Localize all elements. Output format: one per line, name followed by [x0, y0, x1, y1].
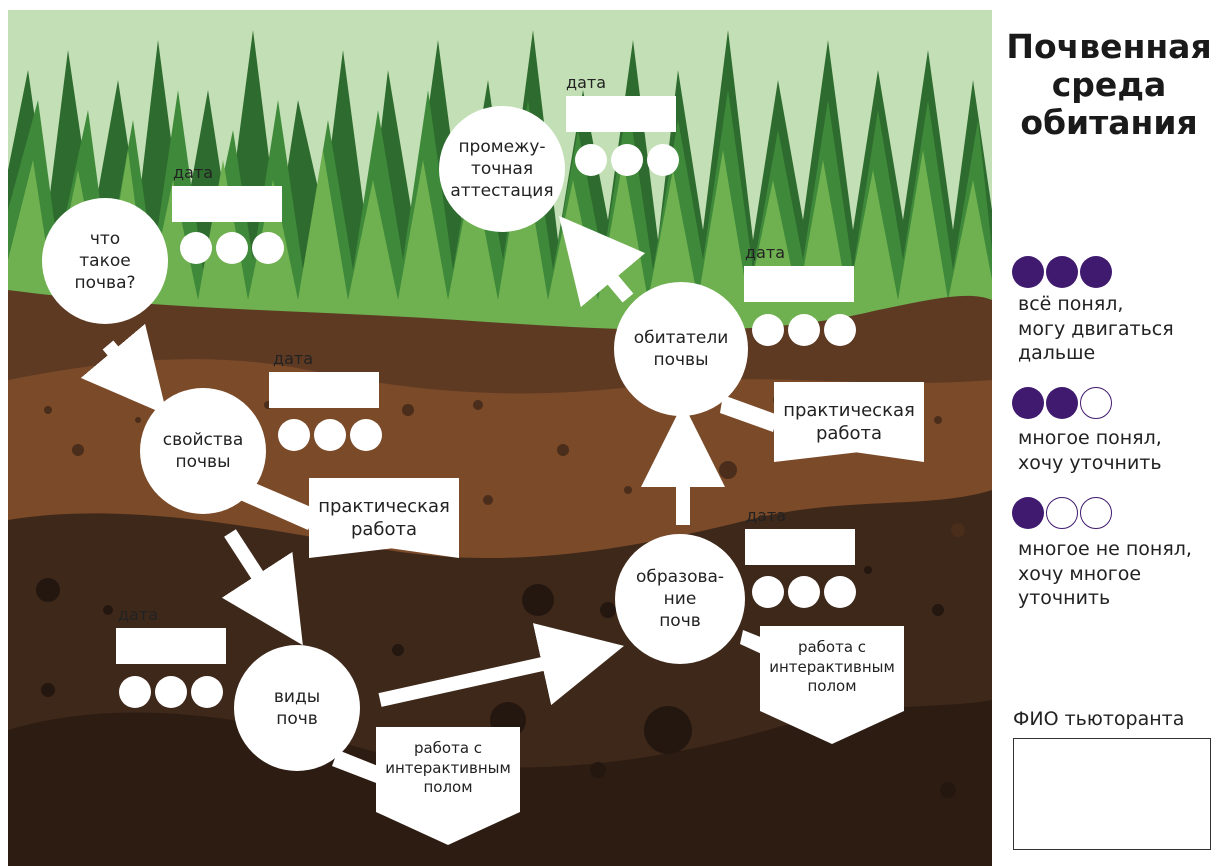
date-label: дата	[746, 506, 786, 525]
rating-dots[interactable]	[575, 144, 679, 176]
node-label: свойства почвы	[162, 429, 244, 472]
node-label: обитатели почвы	[633, 327, 729, 370]
legend-dot-filled	[1080, 256, 1112, 288]
date-input-box[interactable]	[566, 96, 676, 132]
date-label: дата	[118, 605, 158, 624]
node-soil-inhabitants: обитатели почвы	[614, 282, 748, 416]
rating-dot[interactable]	[216, 232, 248, 264]
rating-dot[interactable]	[314, 419, 346, 451]
rating-dots[interactable]	[180, 232, 284, 264]
arrow-5	[558, 215, 646, 308]
legend-dot-filled	[1046, 387, 1078, 419]
legend-dot-empty	[1080, 387, 1112, 419]
arrow-3	[378, 623, 625, 707]
legend-dots-little	[1012, 497, 1112, 529]
legend-dots-all	[1012, 256, 1112, 288]
legend-dot-empty	[1046, 497, 1078, 529]
legend-dot-filled	[1012, 497, 1044, 529]
rating-dot[interactable]	[788, 576, 820, 608]
rating-dot[interactable]	[575, 144, 607, 176]
rating-dot[interactable]	[252, 232, 284, 264]
tutor-name-label: ФИО тьюторанта	[1013, 708, 1185, 730]
arrow-1	[80, 323, 168, 416]
rating-dot[interactable]	[611, 144, 643, 176]
soil-scene: что такое почва? свойства почвы виды поч…	[8, 10, 992, 866]
tutor-name-field[interactable]	[1013, 738, 1211, 850]
date-label: дата	[273, 349, 313, 368]
legend-text-little: многое не понял, хочу многое уточнить	[1018, 538, 1192, 610]
date-input-box[interactable]	[744, 266, 854, 302]
tag-practical-work-properties: практическая работа	[309, 478, 459, 558]
legend-text-mostly: многое понял, хочу уточнить	[1018, 427, 1162, 474]
rating-dots[interactable]	[752, 576, 856, 608]
rating-dot[interactable]	[824, 576, 856, 608]
path-arrows	[80, 215, 725, 707]
legend-dot-filled	[1046, 256, 1078, 288]
date-input-box[interactable]	[269, 372, 379, 408]
rating-dot[interactable]	[824, 314, 856, 346]
rating-dot[interactable]	[788, 314, 820, 346]
tag-label: практическая работа	[318, 495, 450, 540]
rating-dot[interactable]	[350, 419, 382, 451]
tag-label: работа с интерактивным полом	[769, 638, 895, 695]
rating-dot[interactable]	[752, 576, 784, 608]
tag-label: работа с интерактивным полом	[385, 739, 511, 796]
date-input-box[interactable]	[745, 529, 855, 565]
rating-dot[interactable]	[278, 419, 310, 451]
legend-dot-filled	[1012, 256, 1044, 288]
rating-dot[interactable]	[180, 232, 212, 264]
rating-dots[interactable]	[119, 676, 223, 708]
date-label: дата	[566, 73, 606, 92]
rating-dot[interactable]	[752, 314, 784, 346]
rating-dot[interactable]	[647, 144, 679, 176]
node-label: что такое почва?	[74, 228, 136, 294]
node-what-is-soil: что такое почва?	[42, 198, 168, 324]
rating-dot[interactable]	[191, 676, 223, 708]
arrow-2	[221, 529, 303, 646]
node-intermediate-assessment: промежу- точная аттестация	[439, 106, 565, 232]
legend-dot-empty	[1080, 497, 1112, 529]
rating-dots[interactable]	[752, 314, 856, 346]
date-input-box[interactable]	[172, 186, 282, 222]
tag-connectors	[240, 395, 778, 786]
rating-dots[interactable]	[278, 419, 382, 451]
page-title: Почвенная среда обитания	[1006, 27, 1212, 142]
node-label: образова- ние почв	[635, 566, 725, 632]
tag-practical-work-inhabitants: практическая работа	[774, 382, 924, 462]
legend-dot-filled	[1012, 387, 1044, 419]
node-soil-formation: образова- ние почв	[615, 534, 745, 664]
date-label: дата	[745, 243, 785, 262]
node-label: промежу- точная аттестация	[450, 136, 554, 202]
rating-dot[interactable]	[155, 676, 187, 708]
node-soil-properties: свойства почвы	[140, 388, 266, 514]
rating-dot[interactable]	[119, 676, 151, 708]
legend-text-all: всё понял, могу двигаться дальше	[1018, 293, 1174, 365]
date-label: дата	[173, 163, 213, 182]
node-soil-types: виды почв	[234, 645, 360, 771]
tag-label: практическая работа	[783, 399, 915, 444]
legend-dots-mostly	[1012, 387, 1112, 419]
node-label: виды почв	[273, 686, 321, 729]
date-input-box[interactable]	[116, 628, 226, 664]
